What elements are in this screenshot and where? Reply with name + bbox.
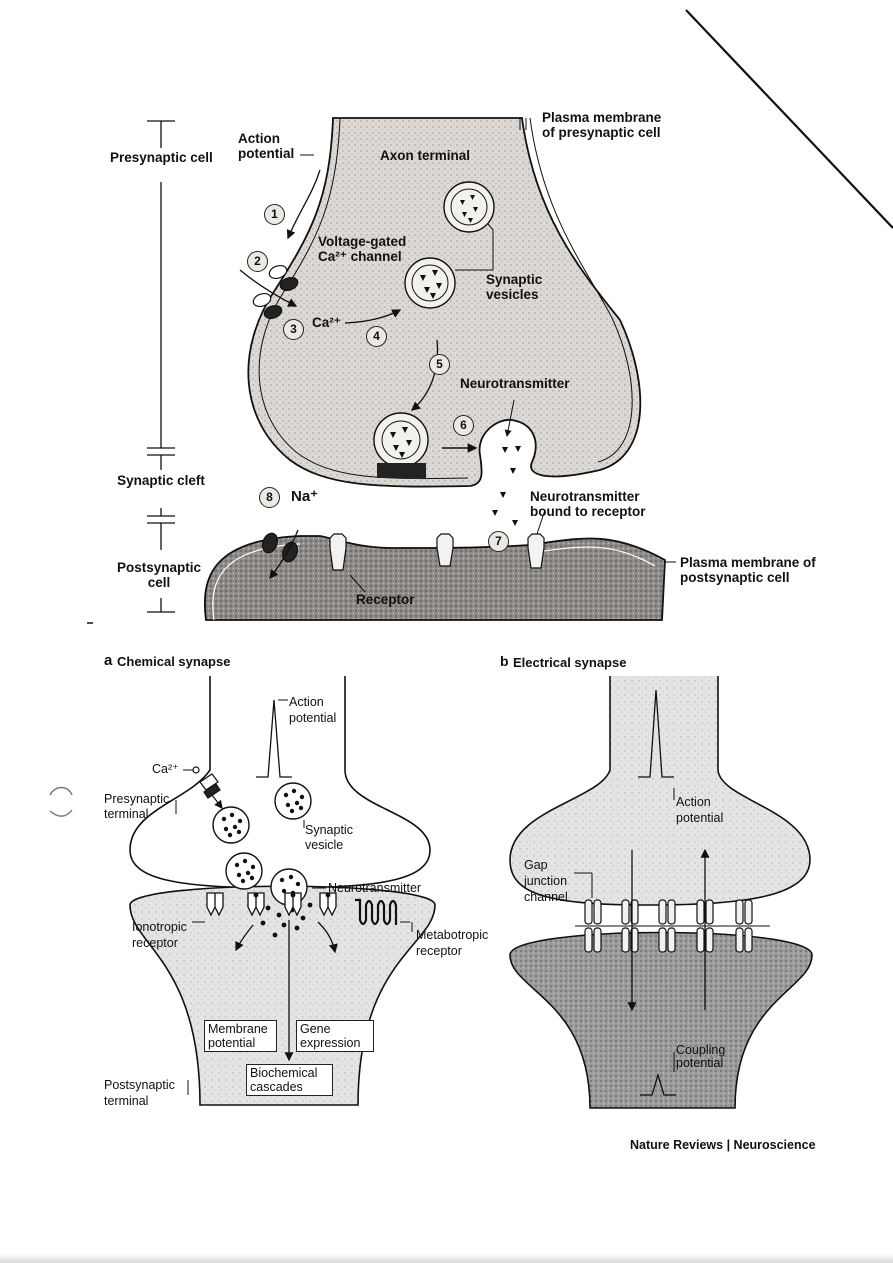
receptor-icon — [329, 533, 545, 571]
step-1-marker: 1 — [264, 204, 285, 225]
release-site-icon — [377, 463, 426, 478]
synaptic-vesicles-label: Synaptic vesicles — [486, 272, 543, 302]
ca-channel-icon-a — [192, 766, 221, 799]
presynaptic-terminal-a — [129, 676, 431, 889]
synaptic-vesicle-icon — [373, 181, 495, 468]
na-ion-label: Na⁺ — [291, 488, 319, 505]
action-potential-waveform-b — [638, 689, 674, 778]
coupling-potential-waveform — [640, 1072, 676, 1096]
panel-a-letter: a — [104, 652, 113, 669]
neurotransmitter-label: Neurotransmitter — [460, 376, 570, 391]
plasma-membrane-presynaptic-label: Plasma membrane of presynaptic cell — [542, 110, 662, 140]
step-4-marker: 4 — [366, 326, 387, 347]
ca-channel-icon — [252, 264, 299, 320]
gap-junction-icon — [584, 899, 753, 953]
ionotropic-receptor-icon — [206, 892, 337, 917]
step-7-marker: 7 — [488, 531, 509, 552]
step-5-marker: 5 — [429, 354, 450, 375]
postsynaptic-terminal-b — [509, 931, 813, 1109]
stray-mark — [49, 786, 73, 817]
receptor-label: Receptor — [356, 592, 415, 607]
ca-ion-label: Ca²⁺ — [312, 315, 341, 330]
membrane-potential-box: Membrane potential — [204, 1020, 277, 1052]
page-edge-line — [685, 9, 893, 229]
step-3-marker: 3 — [283, 319, 304, 340]
neurotransmitter-bound-label: Neurotransmitter bound to receptor — [530, 489, 646, 519]
vesicle-contents-a — [221, 788, 313, 938]
vesicle-icon-a — [212, 782, 312, 906]
metabotropic-receptor-label: Metabotropic receptor — [416, 928, 489, 958]
presynaptic-terminal-b — [509, 676, 811, 906]
scale-bars — [147, 120, 175, 613]
voltage-gated-channel-label: Voltage-gated Ca²⁺ channel — [318, 234, 407, 264]
metabotropic-receptor-icon — [355, 898, 398, 926]
presynaptic-inner-membrane — [258, 117, 633, 480]
na-channel-icon — [261, 532, 299, 563]
ionotropic-receptor-label: Ionotropic receptor — [132, 920, 187, 950]
panel-a-ca-label: Ca²⁺ — [152, 762, 179, 776]
step-6-marker: 6 — [453, 415, 474, 436]
step-8-marker: 8 — [259, 487, 280, 508]
gene-expression-box: Gene expression — [296, 1020, 374, 1052]
panel-a-title: Chemical synapse — [117, 654, 231, 669]
neurotransmitter-molecule-icon — [390, 195, 521, 526]
panel-a-neurotransmitter-label: Neurotransmitter — [328, 881, 422, 895]
panel-b-title: Electrical synapse — [513, 655, 627, 670]
synaptic-vesicle-label: Synaptic vesicle — [305, 823, 353, 852]
panel-b-letter: b — [500, 653, 509, 669]
biochemical-cascades-box: Biochemical cascades — [246, 1064, 333, 1096]
panel-a-action-potential-label: Action potential — [289, 695, 337, 725]
step-2-marker: 2 — [247, 251, 268, 272]
panel-b-action-potential-label: Action potential — [676, 795, 724, 825]
journal-credit: Nature Reviews | Neuroscience — [630, 1138, 816, 1152]
axon-terminal-label: Axon terminal — [380, 148, 471, 163]
presynaptic-cell-label: Presynaptic cell — [110, 150, 213, 165]
presynaptic-terminal-label: Presynaptic terminal — [104, 792, 170, 821]
coupling-potential-label: Coupling potential — [676, 1043, 726, 1070]
postsynaptic-cell-shape — [204, 535, 666, 621]
plasma-membrane-postsynaptic-label: Plasma membrane of postsynaptic cell — [680, 555, 816, 585]
action-potential-waveform-a — [256, 699, 292, 778]
synaptic-cleft-label: Synaptic cleft — [117, 473, 205, 488]
postsynaptic-terminal-label: Postsynaptic terminal — [104, 1078, 175, 1108]
action-potential-label: Action potential — [238, 131, 295, 161]
scan-edge-shadow — [0, 1253, 893, 1263]
postsynaptic-cell-label: Postsynaptic cell — [116, 560, 202, 590]
gap-junction-channel-label: Gap junction channel — [524, 858, 568, 904]
